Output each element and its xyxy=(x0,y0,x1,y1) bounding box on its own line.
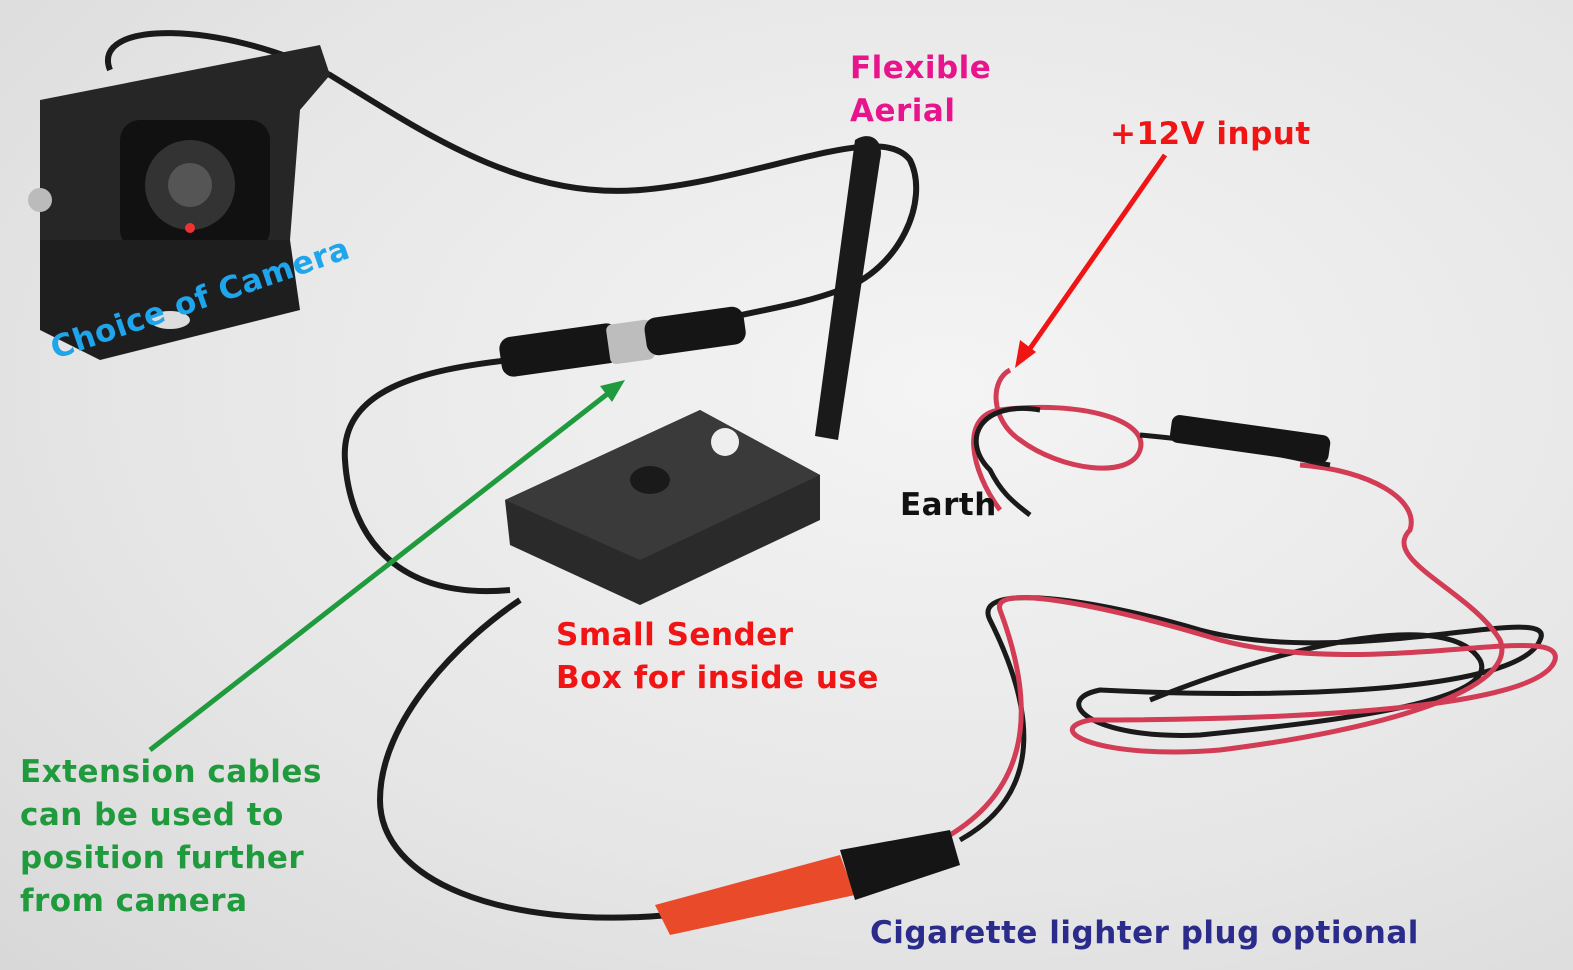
camera xyxy=(28,45,330,360)
power-input-arrow xyxy=(1019,153,1168,362)
extension-arrow xyxy=(148,386,617,752)
sender-label-line: Small Sender xyxy=(556,617,794,653)
sender-label: Small Sender Box for inside use xyxy=(556,614,879,700)
aerial-label-line: Flexible xyxy=(850,50,992,86)
antenna xyxy=(815,136,881,440)
cigarette-lighter-plug xyxy=(655,830,960,935)
extension-connector xyxy=(499,306,746,377)
inline-fuse-holder xyxy=(1170,415,1331,463)
extension-label-line: Extension cables xyxy=(20,754,322,790)
earth-label: Earth xyxy=(900,487,997,523)
power-lead-coil xyxy=(948,367,1558,843)
extension-label-line: can be used to xyxy=(20,797,284,833)
power-input-arrowhead xyxy=(1015,340,1036,368)
sender-box xyxy=(505,410,820,605)
power-cable-black xyxy=(376,597,671,921)
aerial-label-line: Aerial xyxy=(850,93,956,129)
extension-cable xyxy=(341,357,511,595)
extension-arrowhead xyxy=(600,380,625,402)
power-input-label: +12V input xyxy=(1110,116,1311,152)
cigarette-label: Cigarette lighter plug optional xyxy=(870,915,1419,951)
extension-label-line: position further xyxy=(20,840,305,876)
aerial-label: Flexible Aerial xyxy=(850,47,991,133)
extension-label: Extension cables can be used to position… xyxy=(20,751,322,923)
sender-label-line: Box for inside use xyxy=(556,660,879,696)
extension-label-line: from camera xyxy=(20,883,248,919)
